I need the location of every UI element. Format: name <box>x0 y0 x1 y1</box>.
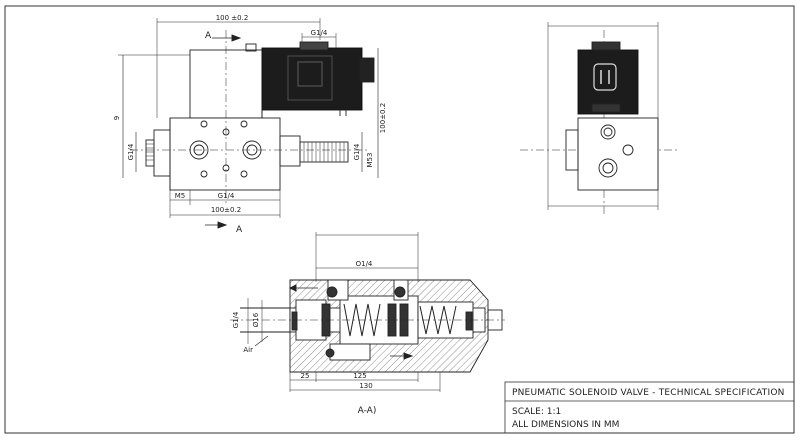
title-block-units: ALL DIMENSIONS IN MM <box>512 420 619 430</box>
right-height-dim: 100±0.2 <box>379 103 387 133</box>
sheet-border <box>4 5 795 434</box>
section-view <box>230 232 505 392</box>
section-left-port-label: G1/4 <box>232 311 240 328</box>
overall-width-dim: 100 ±0.2 <box>216 14 249 22</box>
section-mark-top: A <box>205 31 212 41</box>
dim-130: 130 <box>359 382 372 390</box>
bottom-port-label: G1/4 <box>218 192 235 200</box>
title-block <box>504 381 795 434</box>
section-label: A-A) <box>358 406 377 416</box>
air-label: Air <box>243 346 253 354</box>
right-port-label: G1/4 <box>353 143 361 160</box>
thread-label: M53 <box>366 153 374 168</box>
left-height-dim: 9 <box>113 116 121 120</box>
title-block-scale: SCALE: 1:1 <box>512 407 561 417</box>
solenoid-port-label: G1/4 <box>311 29 328 37</box>
dim-25: 25 <box>301 372 310 380</box>
left-port-label: G1/4 <box>127 143 135 160</box>
front-view <box>118 18 379 229</box>
section-left-dim: Ø16 <box>252 312 260 327</box>
bottom-width-dim: 100±0.2 <box>211 206 241 214</box>
m5-label: M5 <box>175 192 186 200</box>
section-mark-bottom: A <box>236 225 243 235</box>
side-view <box>520 22 680 215</box>
dim-125: 125 <box>353 372 366 380</box>
title-block-title: PNEUMATIC SOLENOID VALVE - TECHNICAL SPE… <box>512 388 785 398</box>
section-top-port-label: O1/4 <box>356 260 373 268</box>
